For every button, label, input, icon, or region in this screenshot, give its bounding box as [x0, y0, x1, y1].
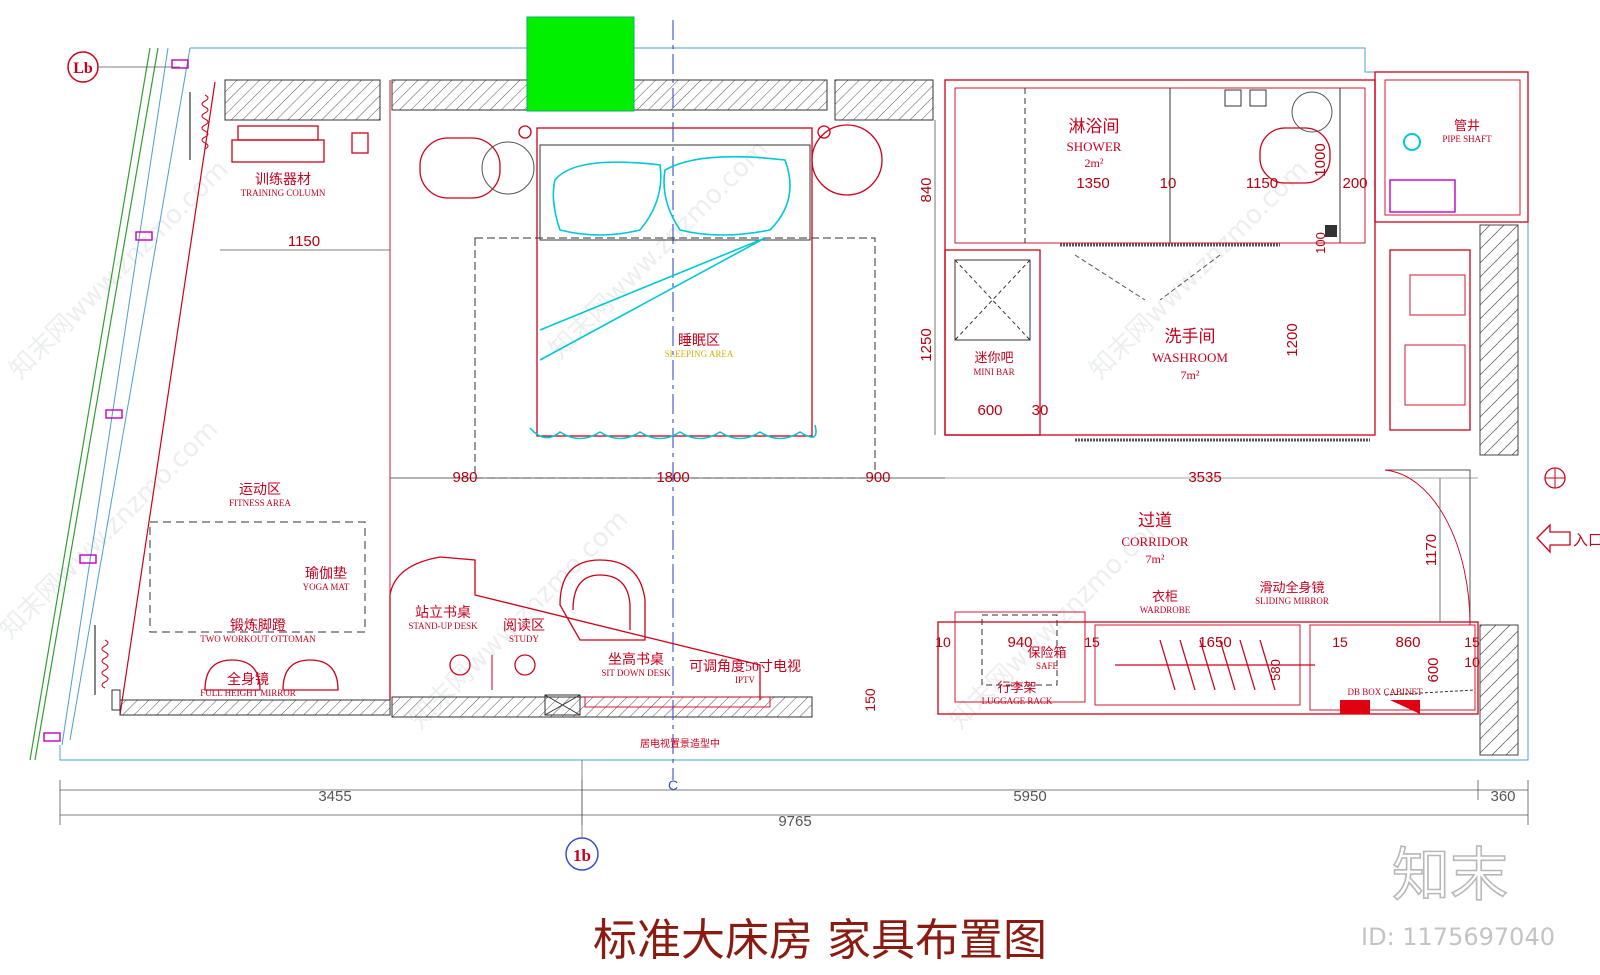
- entrance-arrow-icon: [1536, 523, 1571, 554]
- dim-30: 30: [1032, 402, 1049, 419]
- label-corridor-cn: 过道: [1138, 511, 1172, 530]
- label-tv-cn: 可调角度50寸电视: [689, 659, 801, 675]
- dim-1650: 1650: [1198, 634, 1231, 651]
- label-standup-en: STAND-UP DESK: [408, 621, 478, 631]
- watermark-text-4: 知末网www.znzmo.com: [0, 414, 224, 645]
- dim-1350: 1350: [1076, 175, 1109, 192]
- dim-3455: 3455: [318, 788, 351, 805]
- label-mirror-en: FULL HEIGHT MIRROR: [200, 688, 296, 698]
- dim-900: 900: [865, 469, 890, 486]
- room-labels: 训练器材 TRAINING COLUMN 运动区 FITNESS AREA 瑜伽…: [200, 117, 1492, 750]
- outer-walls: [29, 47, 1529, 761]
- dim-1170: 1170: [1423, 534, 1440, 566]
- dim-3535: 3535: [1188, 469, 1221, 486]
- label-sitdown-cn: 坐高书桌: [608, 651, 664, 668]
- label-sleeping-cn: 睡眠区: [678, 333, 720, 349]
- dim-1150: 1150: [288, 233, 320, 250]
- dim-1200: 1200: [1284, 323, 1301, 356]
- dim-600: 600: [977, 402, 1002, 419]
- dim-150: 150: [862, 688, 878, 712]
- watermark-text-1: 知末网www.znzmo.com: [4, 154, 235, 385]
- label-washroom-area: 7m²: [1181, 368, 1200, 382]
- dim-15-c: 15: [1464, 634, 1480, 650]
- drawing-title: 标准大床房 家具布置图: [593, 915, 1047, 966]
- label-washroom-cn: 洗手间: [1165, 327, 1216, 346]
- label-ottoman-en: TWO WORKOUT OTTOMAN: [200, 634, 316, 644]
- dim-840: 840: [918, 177, 935, 202]
- wardrobe-area: [937, 611, 1479, 715]
- label-corridor-area: 7m²: [1146, 552, 1165, 566]
- dim-940: 940: [1007, 634, 1032, 651]
- dim-360: 360: [1490, 788, 1515, 805]
- dim-1800: 1800: [656, 469, 689, 486]
- dim-10-right: 10: [1464, 654, 1480, 670]
- label-luggage-cn: 行李架: [997, 680, 1036, 695]
- label-training-cn: 训练器材: [255, 172, 311, 188]
- dim-580: 580: [1268, 659, 1283, 681]
- svg-text:1b: 1b: [573, 846, 591, 865]
- label-fitness-cn: 运动区: [239, 482, 281, 498]
- dim-10-top: 10: [1160, 175, 1177, 192]
- label-wardrobe-en: WARDROBE: [1140, 605, 1191, 615]
- label-minibar-cn: 迷你吧: [974, 350, 1013, 365]
- bed-area: [419, 124, 883, 479]
- dim-600-right: 600: [1425, 657, 1442, 682]
- dim-1000: 1000: [1312, 143, 1329, 176]
- label-corridor-en: CORRIDOR: [1121, 534, 1189, 549]
- desk-area: [389, 556, 771, 716]
- label-luggage-en: LUGGAGE RACK: [982, 696, 1053, 706]
- label-yoga-en: YOGA MAT: [303, 582, 350, 592]
- dim-15-b: 15: [1332, 634, 1348, 650]
- label-shower-en: SHOWER: [1067, 139, 1122, 154]
- label-study-cn: 阅读区: [503, 617, 545, 634]
- label-mirror-cn: 全身镜: [227, 671, 269, 688]
- watermark-text-2: 知末网www.znzmo.com: [544, 134, 775, 365]
- dim-9765: 9765: [778, 813, 811, 830]
- label-safe-en: SAFE: [1036, 661, 1059, 671]
- green-block: [526, 16, 635, 112]
- dim-5950: 5950: [1013, 788, 1046, 805]
- label-sleeping-en: SLEEPING AREA: [665, 349, 734, 359]
- label-shower-area: 2m²: [1085, 156, 1104, 170]
- dim-200: 200: [1342, 175, 1367, 192]
- label-shower-cn: 淋浴间: [1069, 117, 1120, 136]
- dimension-texts: 1150 840 1250 1350 10 1150 200 1000 100 …: [288, 143, 1516, 830]
- label-minibar-en: MINI BAR: [973, 367, 1014, 377]
- center-mark-label: C: [668, 777, 678, 793]
- dim-860: 860: [1395, 634, 1420, 651]
- label-pipe-en: PIPE SHAFT: [1442, 134, 1492, 144]
- fitness-furniture: [111, 125, 369, 711]
- watermark-brand: 知末: [1392, 841, 1508, 909]
- label-fitness-en: FITNESS AREA: [229, 498, 291, 508]
- entrance-label: 入口: [1573, 533, 1600, 549]
- grid-bubble-1b: 1b: [565, 760, 599, 871]
- label-yoga-cn: 瑜伽垫: [305, 566, 347, 582]
- dim-10-left: 10: [935, 634, 951, 650]
- watermark-id: ID: 1175697040: [1361, 923, 1555, 951]
- grid-bubble-lb: Lb: [67, 51, 180, 83]
- dim-100: 100: [1313, 232, 1328, 254]
- label-sitdown-en: SIT DOWN DESK: [601, 668, 671, 678]
- label-ottoman-cn: 锻炼脚蹬: [230, 618, 286, 634]
- label-sliding-en: SLIDING MIRROR: [1255, 596, 1329, 606]
- label-washroom-en: WASHROOM: [1152, 350, 1228, 365]
- label-dbbox-en: DB BOX CABINET: [1347, 687, 1423, 697]
- label-sliding-cn: 滑动全身镜: [1259, 580, 1324, 595]
- dim-980: 980: [452, 469, 477, 486]
- dim-1250: 1250: [918, 328, 935, 361]
- dimension-lines: [59, 120, 1529, 825]
- svg-text:Lb: Lb: [73, 60, 93, 77]
- dim-1150-shower: 1150: [1246, 175, 1278, 192]
- label-wardrobe-cn: 衣柜: [1152, 589, 1178, 604]
- label-standup-cn: 站立书桌: [415, 605, 471, 621]
- label-study-en: STUDY: [509, 634, 540, 644]
- label-safe-cn: 保险箱: [1027, 645, 1066, 660]
- label-tv-en: IPTV: [735, 675, 756, 685]
- label-pipe-cn: 管井: [1454, 118, 1480, 133]
- label-tv-note: 居电视置景造型中: [640, 737, 720, 750]
- label-training-en: TRAINING COLUMN: [241, 188, 326, 198]
- dim-15-a: 15: [1084, 634, 1100, 650]
